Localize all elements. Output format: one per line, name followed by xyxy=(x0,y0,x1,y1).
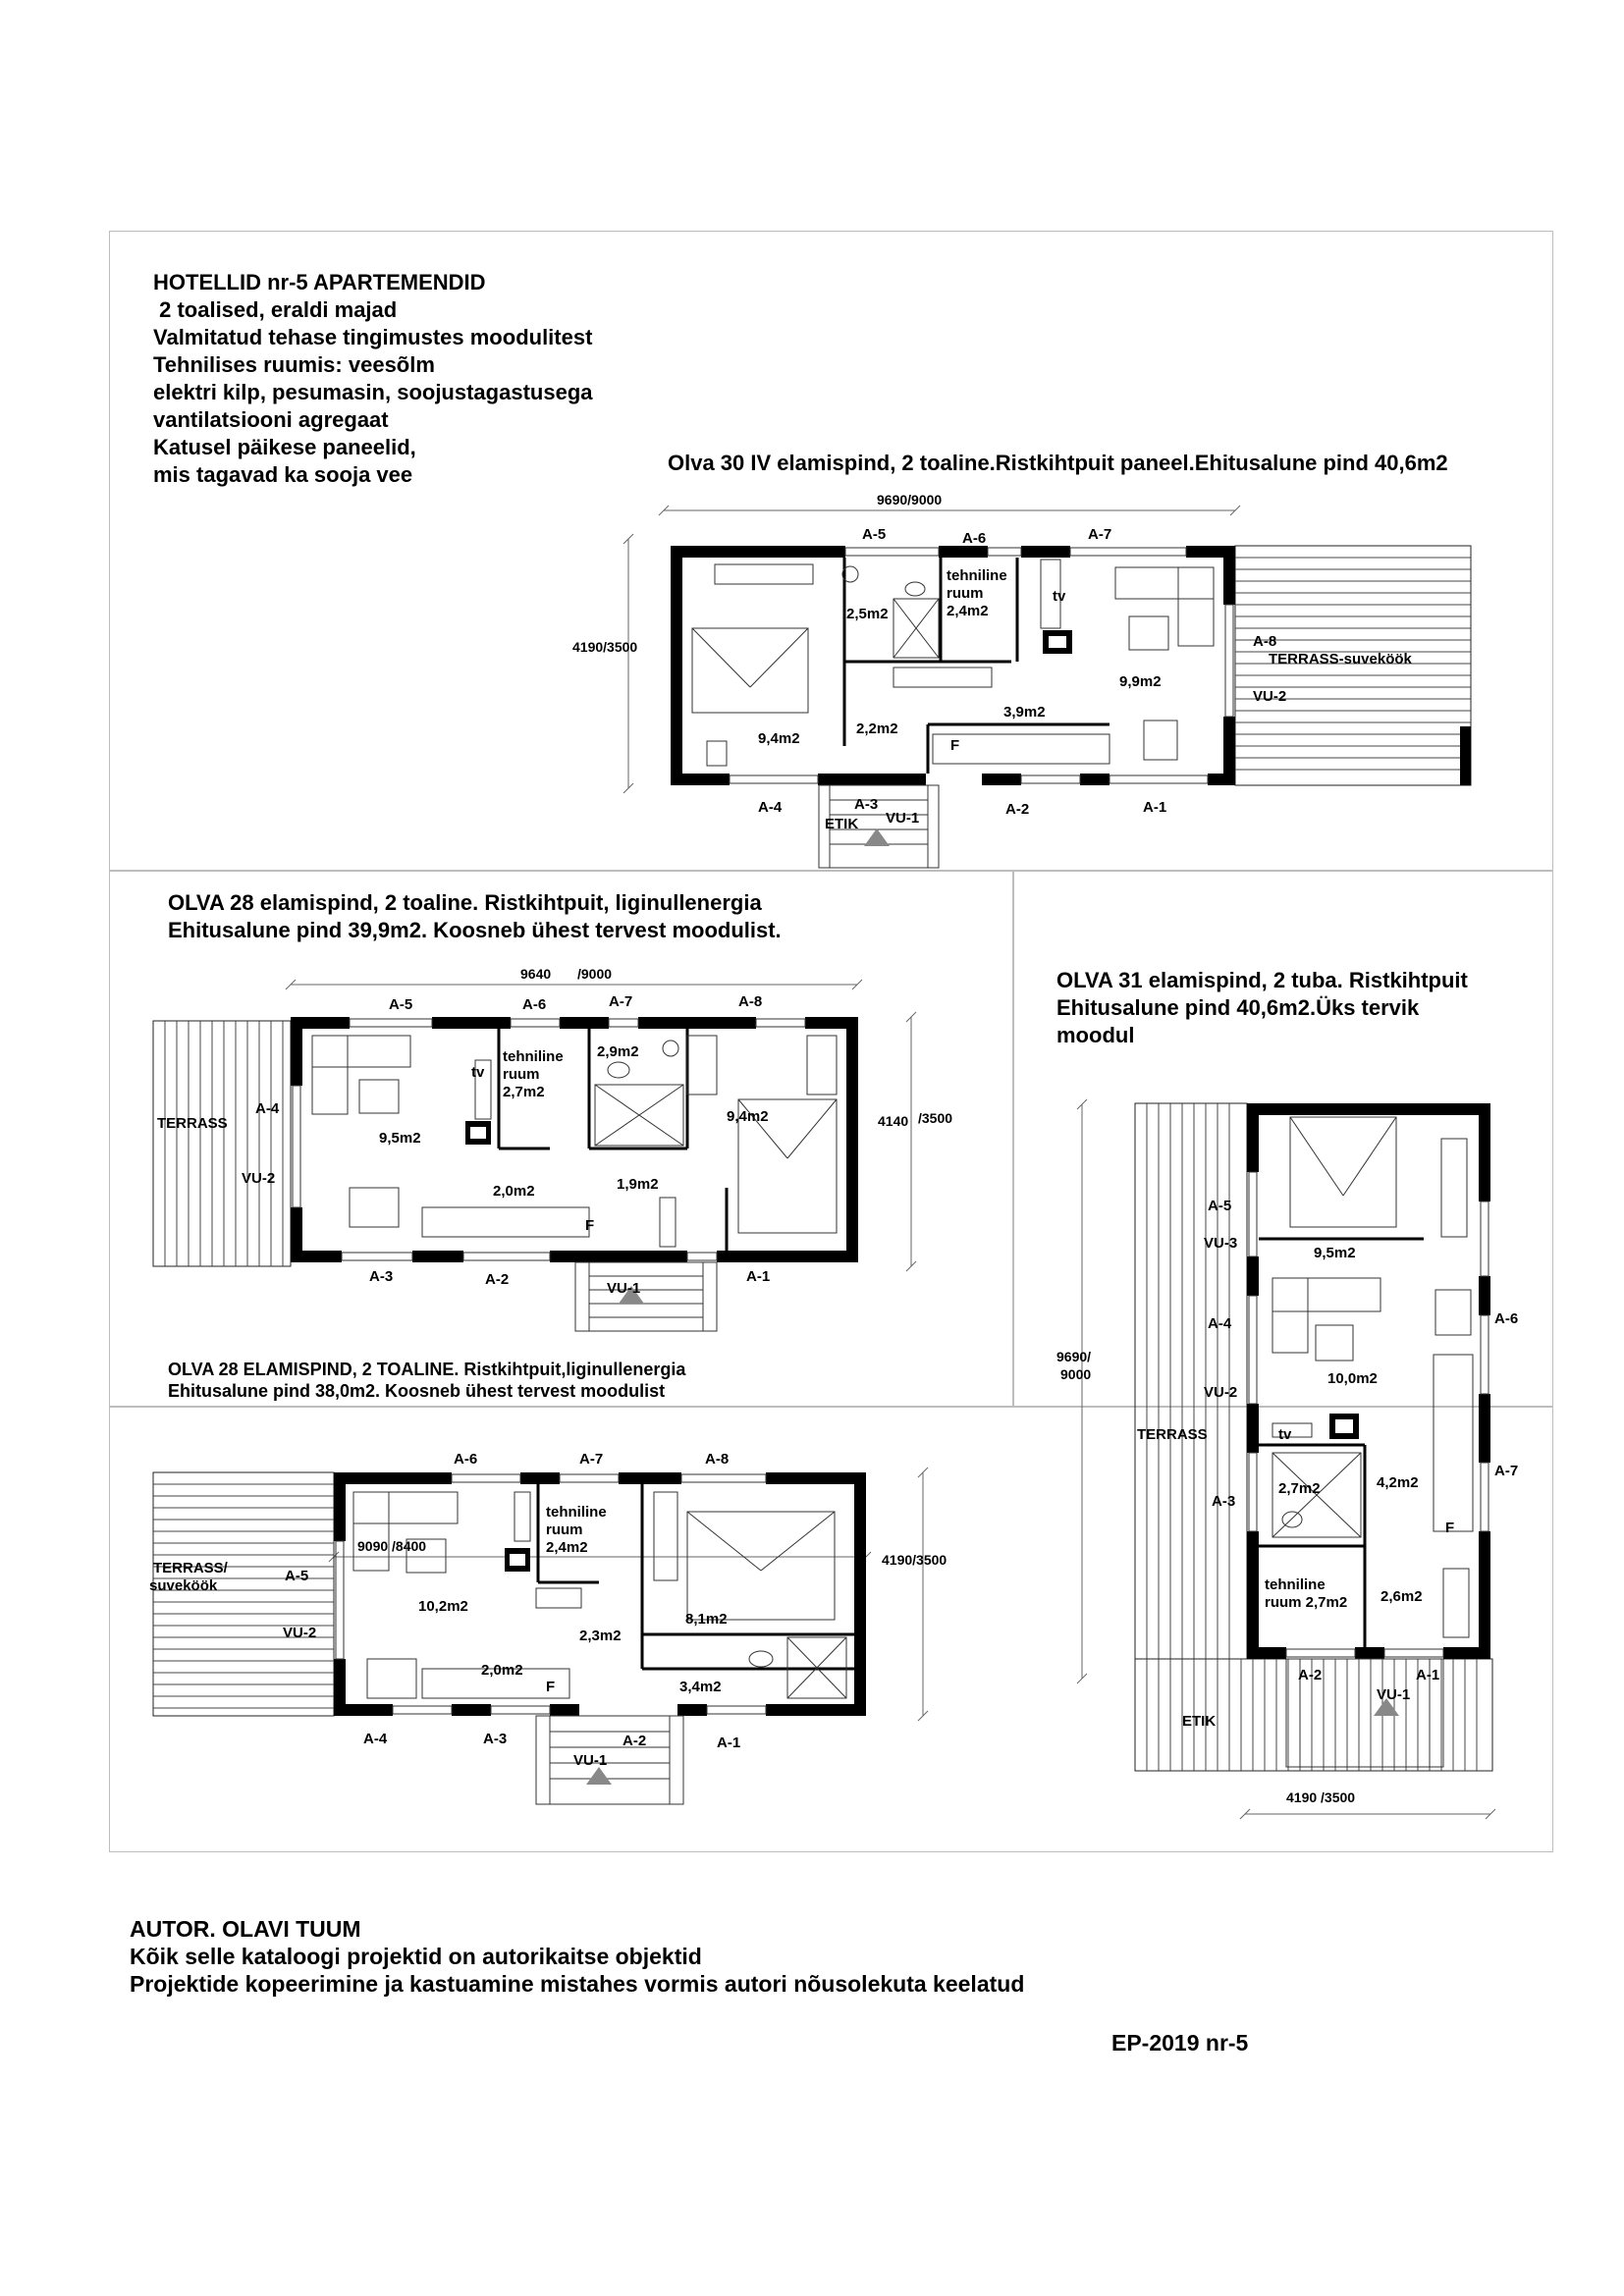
plan4-title-2: Ehitusalune pind 40,6m2.Üks tervik xyxy=(1056,995,1420,1020)
header-line-4: Tehnilises ruumis: veesõlm xyxy=(153,352,435,377)
header-line-2: 2 toalised, eraldi majad xyxy=(153,297,398,322)
footer-code: EP-2019 nr-5 xyxy=(1111,2030,1249,2056)
sheet-frame xyxy=(109,231,1553,1852)
footer-line-2: Kõik selle kataloogi projektid on autori… xyxy=(130,1944,702,1969)
header-line-6: vantilatsiooni agregaat xyxy=(153,407,389,432)
divider-top xyxy=(109,870,1552,872)
plan2-title-1: OLVA 28 elamispind, 2 toaline. Ristkihtp… xyxy=(168,890,762,915)
header-line-1: HOTELLID nr-5 APARTEMENDID xyxy=(153,270,486,294)
header-line-5: elektri kilp, pesumasin, soojustagastuse… xyxy=(153,380,593,404)
plan3-title-1: OLVA 28 ELAMISPIND, 2 TOALINE. Ristkihtp… xyxy=(168,1360,686,1379)
divider-bottom xyxy=(109,1406,1552,1408)
divider-vertical xyxy=(1012,870,1014,1406)
plan4-title-3: moodul xyxy=(1056,1023,1135,1047)
header-line-7: Katusel päikese paneelid, xyxy=(153,435,416,459)
plan1-title: Olva 30 IV elamispind, 2 toaline.Ristkih… xyxy=(668,451,1448,475)
footer-line-3: Projektide kopeerimine ja kastuamine mis… xyxy=(130,1971,1025,1997)
header-line-8: mis tagavad ka sooja vee xyxy=(153,462,413,487)
plan2-title-2: Ehitusalune pind 39,9m2. Koosneb ühest t… xyxy=(168,918,782,942)
plan3-title-2: Ehitusalune pind 38,0m2. Koosneb ühest t… xyxy=(168,1381,666,1401)
header-line-3: Valmitatud tehase tingimustes moodulites… xyxy=(153,325,593,349)
footer-author: AUTOR. OLAVI TUUM xyxy=(130,1916,361,1942)
plan4-title-1: OLVA 31 elamispind, 2 tuba. Ristkihtpuit xyxy=(1056,968,1468,992)
